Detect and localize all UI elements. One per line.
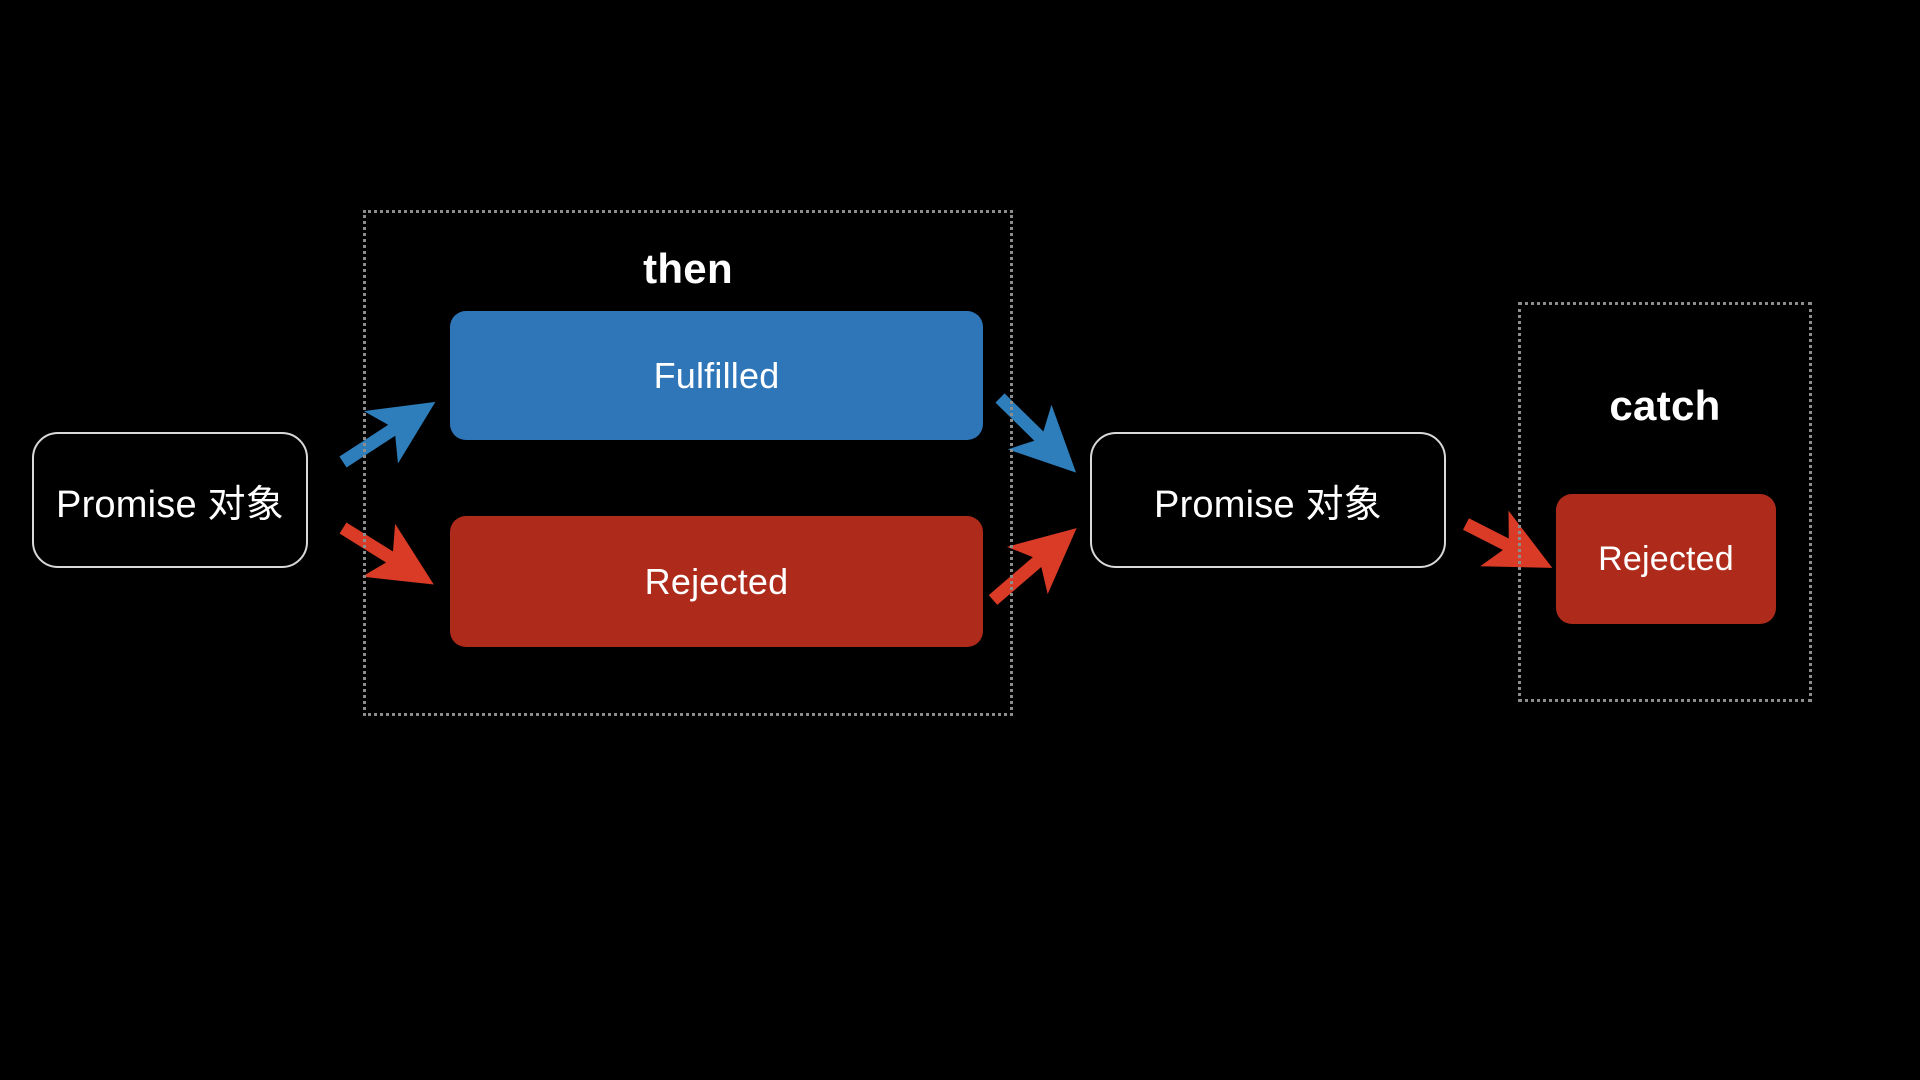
state-chip-rejected-then-label: Rejected: [644, 560, 789, 602]
state-chip-fulfilled-label: Fulfilled: [653, 354, 780, 396]
catch-group-title: catch: [1609, 382, 1721, 429]
catch-group-container: [1518, 302, 1812, 702]
state-chip-rejected-then[interactable]: Rejected: [450, 516, 983, 647]
promise-object-initial[interactable]: Promise 对象: [32, 432, 308, 568]
state-chip-fulfilled[interactable]: Fulfilled: [450, 311, 983, 440]
arrow-promise-to-catch: [1463, 510, 1553, 568]
state-chip-rejected-catch[interactable]: Rejected: [1556, 494, 1776, 624]
then-group-title: then: [643, 245, 733, 292]
state-chip-rejected-catch-label: Rejected: [1598, 539, 1734, 578]
promise-object-chained-label: Promise 对象: [1154, 483, 1382, 526]
promise-object-initial-label: Promise 对象: [56, 483, 284, 526]
then-group-container: [363, 210, 1013, 716]
promise-object-chained[interactable]: Promise 对象: [1090, 432, 1446, 568]
